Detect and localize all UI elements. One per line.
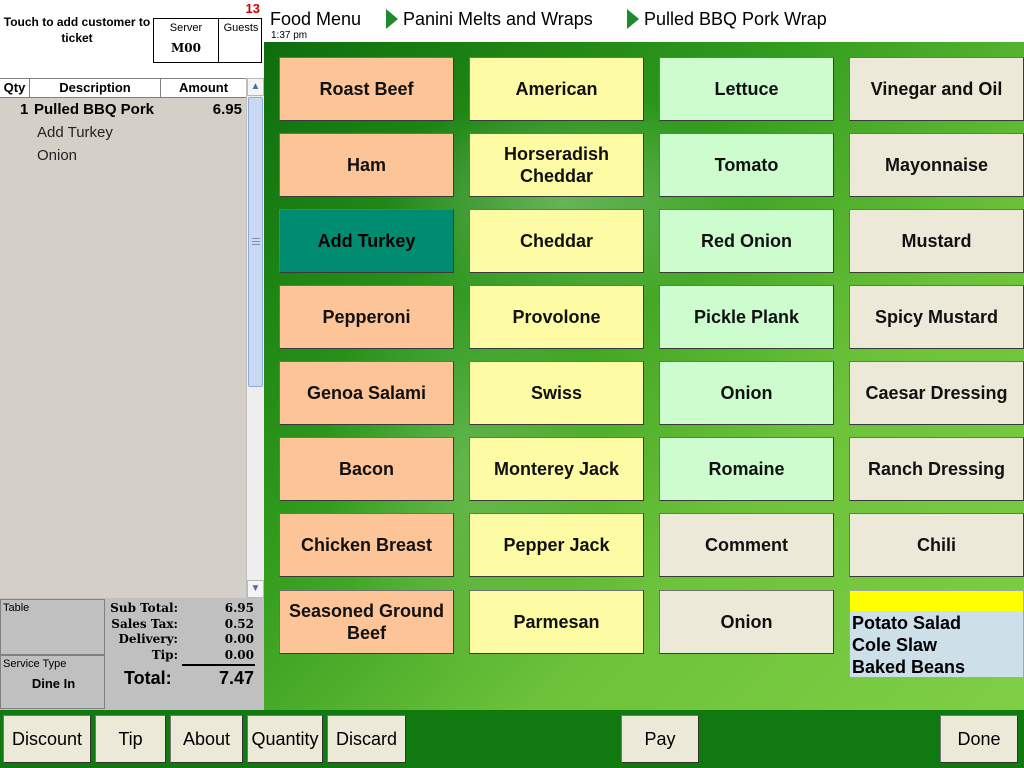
delivery-label: Delivery:	[118, 632, 179, 646]
table-label: Table	[3, 602, 30, 614]
menu-button-chili[interactable]: Chili	[849, 513, 1024, 577]
breadcrumb-pulled-bbq-pork-wrap[interactable]: Pulled BBQ Pork Wrap	[644, 9, 827, 29]
add-customer-button[interactable]: Touch to add customer to ticket	[3, 15, 151, 45]
side-choice-item: Cole Slaw	[852, 635, 938, 655]
menu-button-grid: Roast Beef Ham Add Turkey Pepperoni Geno…	[264, 42, 1024, 710]
divider	[218, 19, 219, 62]
menu-button-ranch-dressing[interactable]: Ranch Dressing	[849, 437, 1024, 501]
menu-button-vinegar-and-oil[interactable]: Vinegar and Oil	[849, 57, 1024, 121]
breadcrumb: Food Menu Panini Melts and Wraps Pulled …	[264, 0, 1024, 42]
total-divider	[182, 664, 255, 666]
quantity-button[interactable]: Quantity	[247, 715, 323, 763]
menu-button-parmesan[interactable]: Parmesan	[469, 590, 644, 654]
subtotal-label: Sub Total:	[110, 601, 178, 615]
bottom-toolbar: Discount Tip About Quantity Discard Pay …	[0, 710, 1024, 768]
menu-button-mustard[interactable]: Mustard	[849, 209, 1024, 273]
menu-button-lettuce[interactable]: Lettuce	[659, 57, 834, 121]
service-type-selector[interactable]: Service Type Dine In	[0, 655, 105, 709]
menu-button-spicy-mustard[interactable]: Spicy Mustard	[849, 285, 1024, 349]
menu-button-seasoned-ground-beef[interactable]: Seasoned Ground Beef	[279, 590, 454, 654]
scroll-up-arrow-icon[interactable]: ▲	[247, 78, 264, 96]
ticket-item-row[interactable]: 1 Pulled BBQ Pork 6.95	[0, 99, 246, 121]
discard-button[interactable]: Discard	[327, 715, 406, 763]
table-selector[interactable]: Table	[0, 599, 105, 655]
breadcrumb-arrow-icon	[627, 9, 639, 29]
ticket-items-list[interactable]: 1 Pulled BBQ Pork 6.95 Add Turkey Onion	[0, 98, 246, 598]
menu-button-genoa-salami[interactable]: Genoa Salami	[279, 361, 454, 425]
menu-button-red-onion[interactable]: Red Onion	[659, 209, 834, 273]
tip-button[interactable]: Tip	[95, 715, 166, 763]
menu-button-pickle-plank[interactable]: Pickle Plank	[659, 285, 834, 349]
column-header-description: Description	[30, 79, 161, 97]
menu-button-swiss[interactable]: Swiss	[469, 361, 644, 425]
menu-button-roast-beef[interactable]: Roast Beef	[279, 57, 454, 121]
total-value: 7.47	[218, 668, 254, 688]
menu-button-pepper-jack[interactable]: Pepper Jack	[469, 513, 644, 577]
ticket-number: 13	[245, 1, 260, 16]
server-label: Server	[169, 22, 203, 34]
grip-icon	[252, 238, 260, 245]
totals-area: Table Service Type Dine In Sub Total: 6.…	[0, 598, 264, 710]
tip-label: Tip:	[151, 648, 178, 662]
menu-button-ham[interactable]: Ham	[279, 133, 454, 197]
breadcrumb-arrow-icon	[386, 9, 398, 29]
ticket-scrollbar[interactable]: ▲ ▼	[246, 78, 264, 598]
total-label: Total:	[124, 668, 172, 688]
service-type-value: Dine In	[31, 676, 76, 691]
column-header-amount: Amount	[178, 80, 229, 95]
menu-button-mayonnaise[interactable]: Mayonnaise	[849, 133, 1024, 197]
menu-button-chicken-breast[interactable]: Chicken Breast	[279, 513, 454, 577]
menu-button-cheddar[interactable]: Cheddar	[469, 209, 644, 273]
side-choice-button[interactable]: Potato Salad Cole Slaw Baked Beans	[849, 590, 1024, 678]
side-choice-item: Potato Salad	[852, 613, 962, 633]
done-button[interactable]: Done	[940, 715, 1018, 763]
menu-button-onion[interactable]: Onion	[659, 361, 834, 425]
sales-tax-label: Sales Tax:	[111, 617, 178, 631]
scroll-down-arrow-icon[interactable]: ▼	[247, 580, 264, 598]
side-choice-header	[850, 591, 1023, 611]
about-button[interactable]: About	[170, 715, 243, 763]
menu-button-tomato[interactable]: Tomato	[659, 133, 834, 197]
breadcrumb-food-menu[interactable]: Food Menu	[270, 9, 362, 29]
ticket-item-modifier[interactable]: Onion	[37, 147, 78, 164]
menu-button-american[interactable]: American	[469, 57, 644, 121]
menu-button-pepperoni[interactable]: Pepperoni	[279, 285, 454, 349]
scrollbar-thumb[interactable]	[248, 97, 263, 387]
menu-button-provolone[interactable]: Provolone	[469, 285, 644, 349]
server-guests-box[interactable]: Server M00 Guests	[153, 18, 262, 63]
menu-button-bacon[interactable]: Bacon	[279, 437, 454, 501]
side-choice-item: Baked Beans	[852, 657, 966, 677]
menu-button-onion-secondary[interactable]: Onion	[659, 590, 834, 654]
menu-button-horseradish-cheddar[interactable]: Horseradish Cheddar	[469, 133, 644, 197]
menu-button-comment[interactable]: Comment	[659, 513, 834, 577]
ticket-column-header: Qty Description Amount	[0, 78, 246, 98]
server-value: M00	[171, 41, 201, 55]
menu-button-monterey-jack[interactable]: Monterey Jack	[469, 437, 644, 501]
menu-button-caesar-dressing[interactable]: Caesar Dressing	[849, 361, 1024, 425]
ticket-item-qty: 1	[20, 101, 29, 118]
column-header-qty: Qty	[0, 79, 30, 97]
clock-time: 1:37 pm	[271, 30, 308, 41]
tip-value: 0.00	[224, 648, 254, 662]
subtotal-value: 6.95	[224, 601, 254, 615]
breadcrumb-panini-melts-and-wraps[interactable]: Panini Melts and Wraps	[403, 9, 593, 29]
ticket-item-modifier[interactable]: Add Turkey	[37, 124, 113, 141]
ticket-item-description: Pulled BBQ Pork	[34, 101, 155, 118]
menu-button-romaine[interactable]: Romaine	[659, 437, 834, 501]
ticket-panel: Touch to add customer to ticket 13 Serve…	[0, 0, 264, 710]
discount-button[interactable]: Discount	[3, 715, 91, 763]
menu-button-add-turkey[interactable]: Add Turkey	[279, 209, 454, 273]
pay-button[interactable]: Pay	[621, 715, 699, 763]
guests-label: Guests	[223, 22, 259, 34]
ticket-item-amount: 6.95	[212, 101, 242, 118]
sales-tax-value: 0.52	[224, 617, 254, 631]
service-type-label: Service Type	[3, 658, 67, 670]
delivery-value: 0.00	[224, 632, 254, 646]
